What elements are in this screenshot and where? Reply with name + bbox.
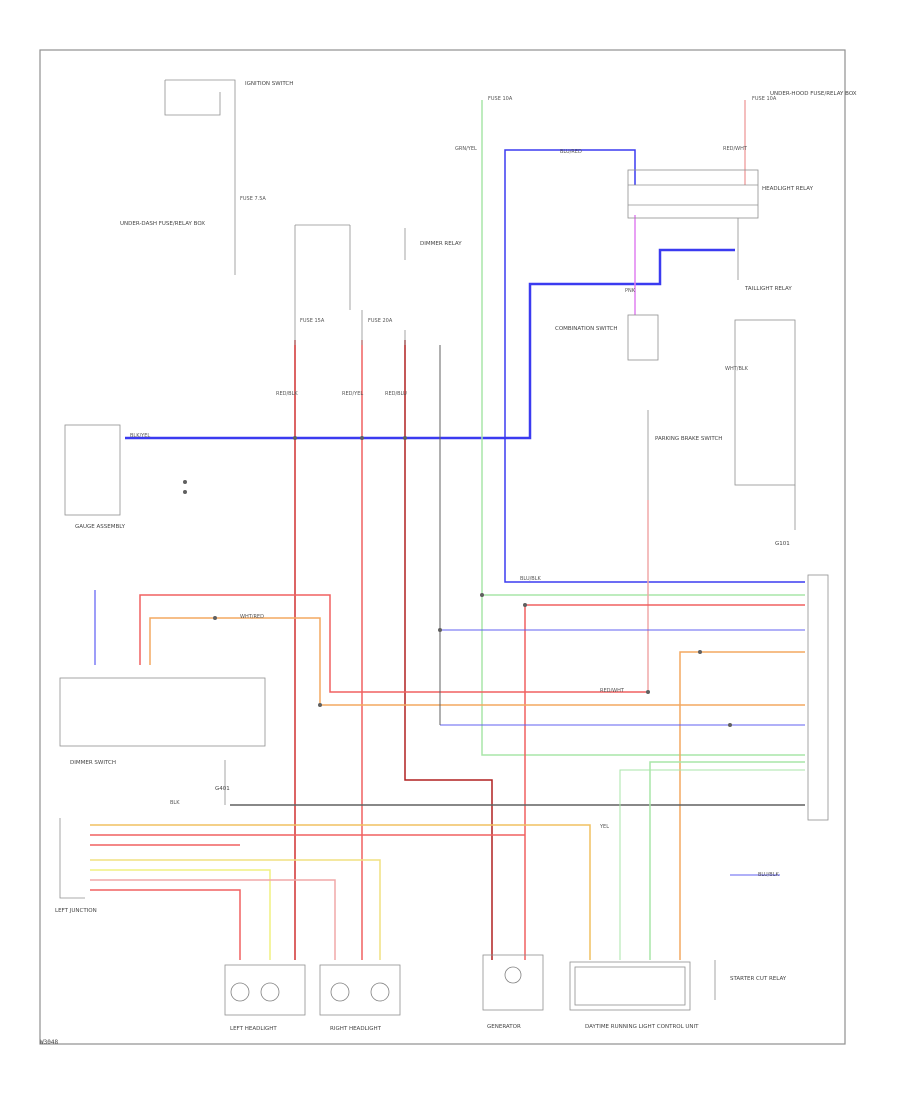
wire-label-15: WHT/BLK [725, 366, 749, 372]
fuse-label-4: FUSE 10A [488, 96, 513, 102]
wire-label-8: BLU/BLK [520, 576, 542, 582]
wire-label-4: RED/WHT [723, 146, 748, 152]
wire-label-9: WHT/RED [240, 614, 264, 620]
wire-blue-main [125, 248, 735, 440]
diagram-code: W3048 [40, 1039, 59, 1046]
wire-labels: BLK/YEL BLU/RED GRN/YEL RED/WHT RED/BLK … [130, 146, 780, 878]
wire-orange-2 [679, 651, 805, 960]
wire-orange [149, 617, 805, 706]
taillight-relay-label: TAILLIGHT RELAY [744, 286, 792, 292]
daytime-relay-label: DAYTIME RUNNING LIGHT CONTROL UNIT [585, 1024, 699, 1030]
fuse-label-2: FUSE 15A [300, 318, 325, 324]
component-labels: IGNITION SWITCH UNDER-DASH FUSE/RELAY BO… [55, 81, 857, 1032]
wire-green-low [649, 761, 805, 960]
wire-green-main [481, 100, 805, 756]
wire-blue-upper [504, 149, 805, 583]
right-headlight-label: RIGHT HEADLIGHT [330, 1026, 382, 1032]
wire-label-11: BLK [170, 800, 180, 806]
wire-yel-2 [90, 859, 381, 960]
connector-dots [183, 436, 732, 727]
parking-brake-label: PARKING BRAKE SWITCH [655, 436, 722, 442]
wire-label-10: RED/WHT [600, 688, 625, 694]
left-junction-label: LEFT JUNCTION [55, 908, 97, 914]
thin-lines [59, 79, 829, 1016]
fuse-labels: FUSE 7.5A FUSE 15A FUSE 20A FUSE 10A FUS… [240, 96, 777, 324]
fuse-label-3: FUSE 20A [368, 318, 393, 324]
starter-cut-label: STARTER CUT RELAY [730, 976, 787, 982]
wire-label-3: GRN/YEL [455, 146, 477, 152]
wire-label-14: PNK [625, 288, 636, 294]
wire-label-5: RED/BLK [276, 391, 298, 397]
left-lamp-lo [260, 982, 280, 1002]
dimmer-relay-label: DIMMER RELAY [420, 241, 462, 247]
gauge-assembly-label: GAUGE ASSEMBLY [75, 524, 126, 530]
generator-label: GENERATOR [487, 1024, 521, 1030]
wire-red-horiz [524, 604, 805, 960]
headlight-relay-label: HEADLIGHT RELAY [762, 186, 814, 192]
wire-yel-1 [90, 824, 591, 960]
right-lamp-hi [330, 982, 350, 1002]
wire-label-13: YEL [599, 824, 609, 830]
under-dash-fuse-label: UNDER-DASH FUSE/RELAY BOX [120, 221, 205, 227]
wire-label-1: BLK/YEL [130, 433, 150, 439]
fuse-label-5: FUSE 10A [752, 96, 777, 102]
diagram-frame [39, 49, 846, 1045]
lamps [230, 966, 522, 1002]
wire-label-6: RED/YEL [342, 391, 363, 397]
wire-red-low3 [90, 889, 241, 960]
fuse-label-1: FUSE 7.5A [240, 196, 266, 202]
wires [90, 100, 805, 960]
wire-green-rightside [619, 769, 805, 960]
wire-pink-low [90, 879, 336, 960]
combination-switch-label: COMBINATION SWITCH [555, 326, 618, 332]
right-lamp-lo [370, 982, 390, 1002]
ignition-switch-label: IGNITION SWITCH [245, 81, 293, 87]
ground-left-label: G401 [215, 786, 230, 792]
left-lamp-hi [230, 982, 250, 1002]
dimmer-switch-label: DIMMER SWITCH [70, 760, 116, 766]
under-hood-fuse-label: UNDER-HOOD FUSE/RELAY BOX [770, 91, 857, 97]
ground-right-label: G101 [775, 541, 790, 547]
wire-label-7: RED/BLU [385, 391, 407, 397]
wire-red-3 [404, 340, 493, 960]
wire-label-2: BLU/RED [560, 149, 582, 155]
gauge-indicator [504, 966, 522, 984]
wire-red-switch [139, 594, 648, 693]
wire-yel-3 [90, 869, 271, 960]
wire-label-12: BLU/BLK [758, 872, 780, 878]
left-headlight-label: LEFT HEADLIGHT [230, 1026, 277, 1032]
